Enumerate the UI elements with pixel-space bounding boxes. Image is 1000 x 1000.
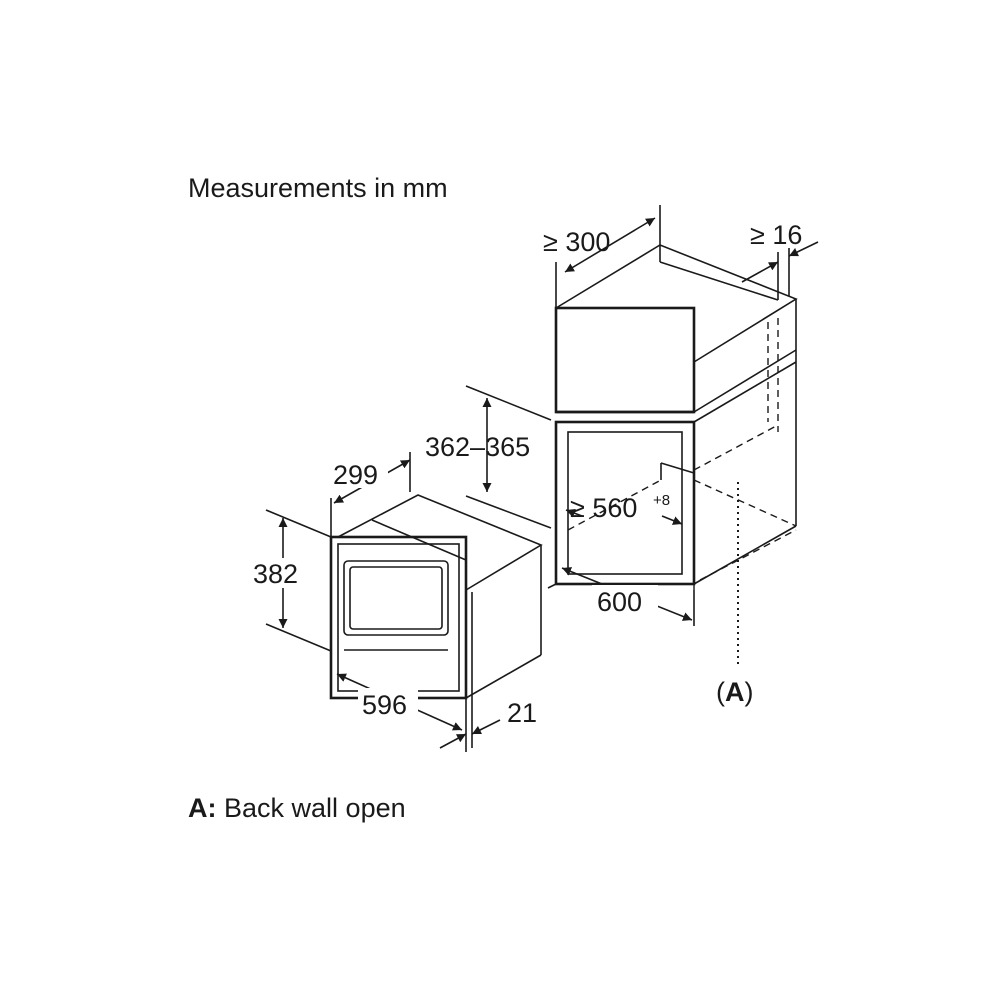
dim-side-gap-label: ≥ 16	[750, 220, 802, 250]
appliance-unit	[329, 494, 543, 700]
dim-niche-height-label: 362–365	[425, 432, 530, 462]
dim-appliance-depth-label: 299	[333, 460, 378, 490]
upper-cabinet-top	[555, 244, 798, 363]
dim-appliance-width-label: 596	[362, 690, 407, 720]
dim-front-panel-depth	[439, 695, 501, 749]
dim-appliance-height-label: 382	[253, 559, 298, 589]
dim-niche-width	[565, 508, 683, 525]
legend-key: A:	[188, 793, 217, 823]
legend-text: Back wall open	[224, 793, 406, 823]
dim-niche-depth-label: ≥ 300	[543, 227, 610, 257]
dim-niche-depth	[555, 205, 661, 308]
dim-niche-width-label: ≥ 560	[570, 493, 637, 523]
dim-cabinet-width-label: 600	[597, 587, 642, 617]
appliance-body-top	[337, 494, 543, 591]
upper-cabinet-front	[554, 306, 696, 414]
dim-niche-width-tolerance: +8	[653, 492, 670, 509]
cabinet-unit	[554, 244, 798, 590]
dim-front-panel-depth-label: 21	[507, 698, 537, 728]
dim-niche-height	[465, 385, 552, 529]
drawing-title: Measurements in mm	[188, 173, 448, 203]
back-wall-marker: (A)	[716, 677, 754, 707]
legend: A: Back wall open	[188, 793, 406, 823]
dim-side-gap	[741, 241, 819, 300]
appliance-door-window	[343, 560, 449, 636]
